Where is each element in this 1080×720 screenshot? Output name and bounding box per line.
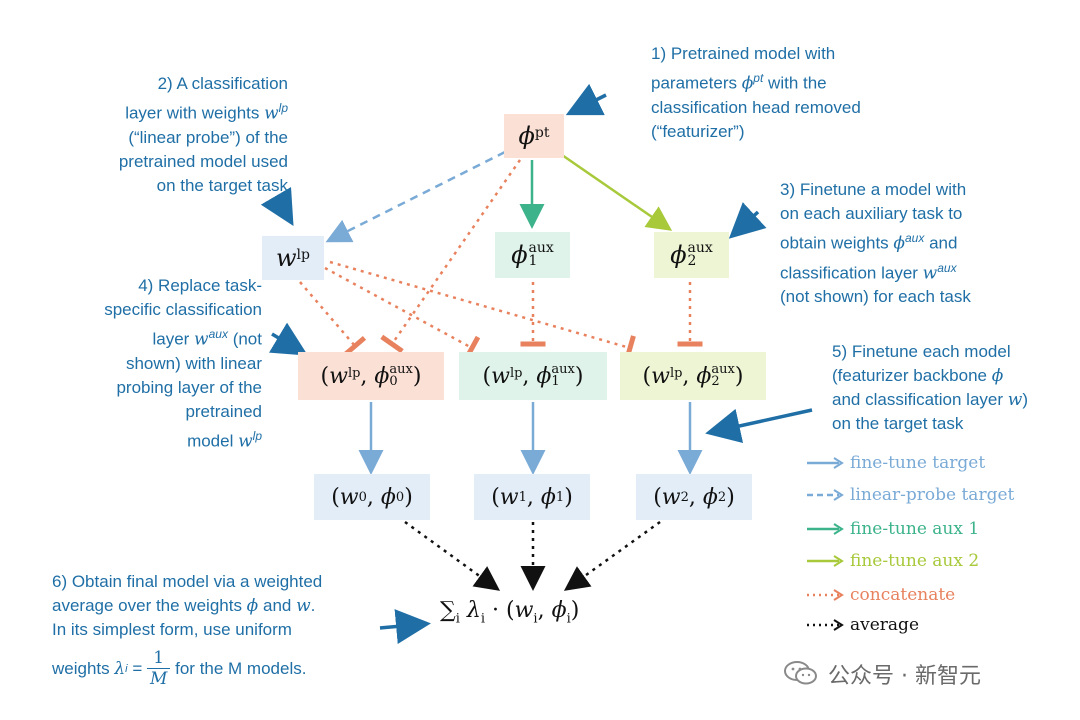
legend-fine-tune-target: fine-tune target — [806, 452, 1046, 476]
annotation-step1: 1) Pretrained model with parameters ϕpt … — [651, 44, 861, 141]
legend-fine-tune-aux-2: fine-tune aux 2 — [806, 550, 1046, 574]
annotation-step3: 3) Finetune a model with on each auxilia… — [780, 180, 971, 307]
annotation-step5: 5) Finetune each model (featurizer backb… — [832, 342, 1028, 433]
edge-finetune-aux2 — [561, 153, 673, 231]
concatenate-edges — [299, 159, 703, 361]
average-formula: ∑i λi · (wi, ϕi) — [440, 598, 580, 627]
legend-linear-probe-target: linear-probe target — [806, 484, 1046, 508]
watermark: 公众号 · 新智元 — [828, 664, 981, 689]
annotation-step4: 4) Replace task- specific classification… — [104, 276, 262, 452]
edge-linear-probe — [325, 150, 506, 243]
annotation-pointers — [260, 83, 813, 644]
legend-fine-tune-aux-1: fine-tune aux 1 — [806, 518, 1046, 542]
legend-average: average — [806, 614, 1046, 638]
wechat-icon — [784, 661, 817, 685]
average-edges — [404, 520, 661, 591]
legend-concatenate: concatenate — [806, 584, 1046, 608]
annotation-step2: 2) A classification layer with weights w… — [118, 74, 288, 195]
annotation-step6: 6) Obtain final model via a weighted ave… — [52, 572, 323, 689]
